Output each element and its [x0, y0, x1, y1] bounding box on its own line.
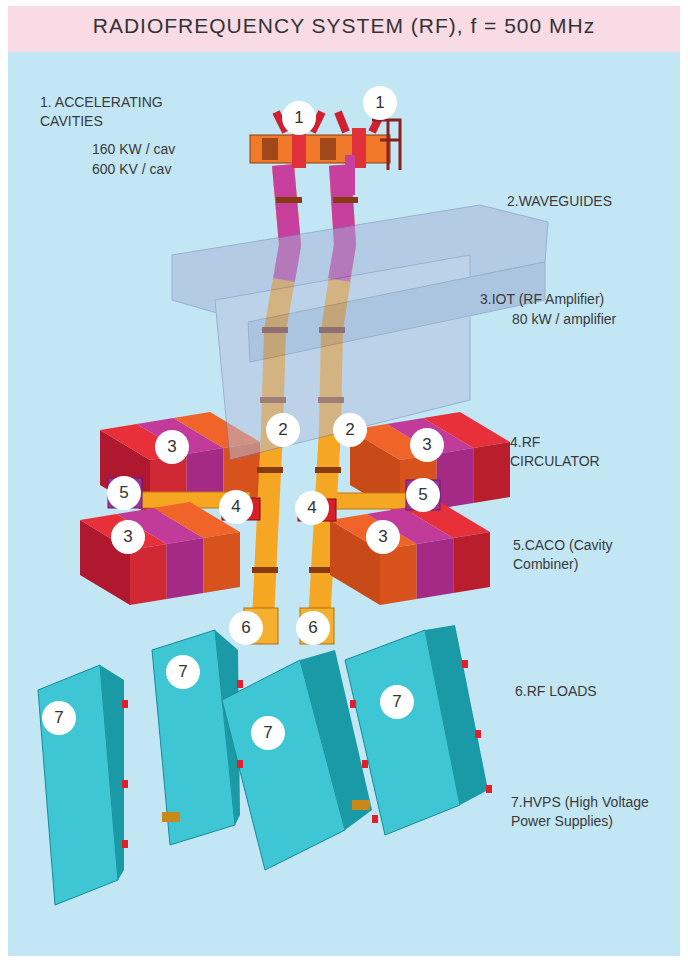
connector	[486, 785, 492, 793]
part-label: 1. ACCELERATING CAVITIES	[40, 93, 190, 131]
cavity-part	[262, 138, 278, 160]
box-face	[167, 538, 204, 599]
cavity-frame	[372, 120, 400, 170]
callout-number: 2	[278, 420, 287, 440]
part-label: 4.RF CIRCULATOR	[510, 433, 625, 471]
callout-circle: 2	[333, 413, 367, 447]
connector	[237, 760, 243, 768]
cavity-block	[250, 135, 390, 163]
part-label: 5.CACO (Cavity Combiner)	[513, 536, 648, 574]
box-face	[417, 538, 454, 599]
part-label: 3.IOT (RF Amplifier)	[480, 290, 680, 309]
flange	[315, 467, 341, 473]
callout-number: 7	[263, 723, 272, 743]
callout-circle: 7	[251, 716, 285, 750]
callout-number: 4	[231, 497, 240, 517]
callout-number: 3	[123, 527, 132, 547]
part-label: 600 KV / cav	[92, 160, 212, 179]
callout-circle: 7	[380, 685, 414, 719]
panel-plate	[162, 812, 180, 822]
connector	[475, 730, 481, 738]
callout-circle: 7	[166, 655, 200, 689]
callout-circle: 3	[410, 428, 444, 462]
connector	[122, 780, 128, 788]
callout-number: 3	[167, 437, 176, 457]
box-face	[425, 625, 488, 805]
callout-number: 4	[307, 498, 316, 518]
box-face	[203, 532, 240, 593]
callout-circle: 3	[155, 430, 189, 464]
box-face	[453, 532, 490, 593]
callout-circle: 5	[406, 478, 440, 512]
cavity-part	[320, 138, 336, 160]
connector	[350, 700, 356, 708]
cavity-part	[345, 155, 355, 195]
callout-circle: 1	[282, 101, 316, 135]
building	[172, 205, 548, 460]
callout-number: 5	[418, 485, 427, 505]
callout-circle: 2	[266, 413, 300, 447]
part-label: 6.RF LOADS	[515, 682, 655, 701]
callout-circle: 4	[219, 490, 253, 524]
callout-circle: 3	[111, 520, 145, 554]
callout-number: 6	[308, 618, 317, 638]
connector	[462, 660, 468, 668]
iot-amplifier	[80, 502, 240, 605]
connector	[237, 680, 243, 688]
callout-circle: 1	[363, 86, 397, 120]
callout-number: 1	[294, 108, 303, 128]
callout-number: 7	[392, 692, 401, 712]
part-label: 160 KW / cav	[92, 140, 212, 159]
part-label: 80 kW / amplifier	[512, 310, 672, 329]
box-face	[473, 442, 510, 503]
callout-circle: 6	[229, 611, 263, 645]
callout-circle: 3	[366, 520, 400, 554]
title: RADIOFREQUENCY SYSTEM (RF), f = 500 MHz	[8, 14, 680, 38]
callout-number: 5	[119, 483, 128, 503]
callout-number: 6	[241, 618, 250, 638]
box-face	[130, 544, 167, 605]
box-face	[437, 448, 474, 509]
flange	[276, 197, 302, 203]
iot-amplifier	[330, 502, 490, 605]
connector	[122, 840, 128, 848]
box-face	[100, 665, 124, 880]
connector	[122, 700, 128, 708]
callout-circle: 5	[107, 476, 141, 510]
callout-circle: 6	[296, 611, 330, 645]
accelerating-cavities	[250, 112, 400, 195]
callout-number: 3	[422, 435, 431, 455]
callout-number: 3	[378, 527, 387, 547]
callout-circle: 4	[295, 491, 329, 525]
callout-number: 7	[54, 708, 63, 728]
hvps	[38, 625, 492, 905]
callout-number: 1	[375, 93, 384, 113]
panel-plate	[352, 800, 370, 810]
callout-number: 7	[178, 662, 187, 682]
callout-circle: 7	[42, 701, 76, 735]
flange	[333, 197, 358, 203]
connector	[372, 815, 378, 823]
part-label: 2.WAVEGUIDES	[507, 192, 667, 211]
flange	[252, 567, 278, 573]
part-label: 7.HVPS (High Voltage Power Supplies)	[511, 793, 661, 831]
connector	[362, 760, 368, 768]
slab	[248, 262, 545, 362]
flange	[257, 467, 283, 473]
callout-number: 2	[345, 420, 354, 440]
